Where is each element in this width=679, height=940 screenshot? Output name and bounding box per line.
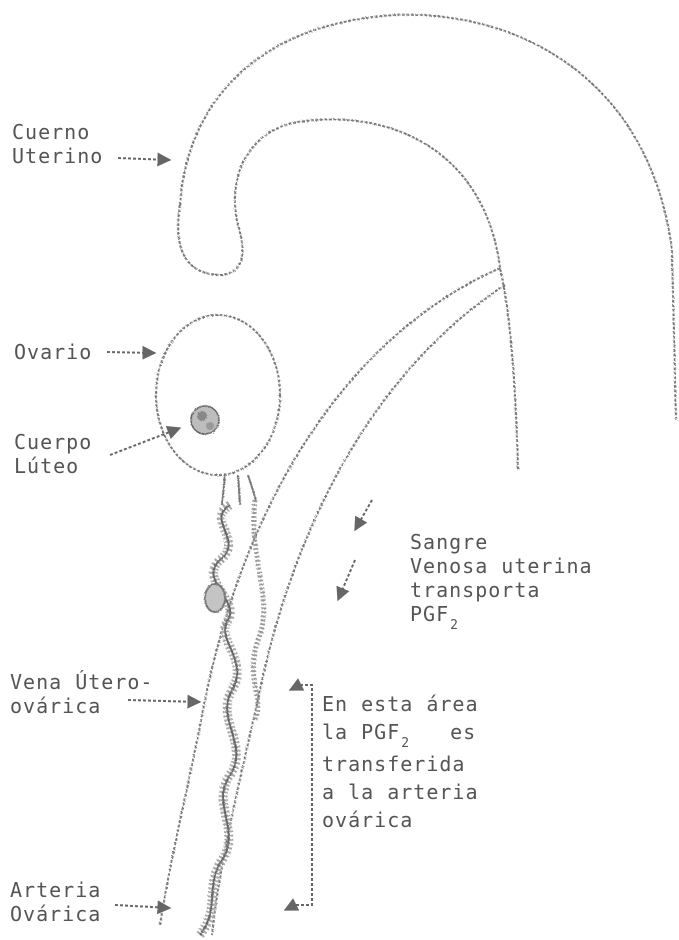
label-vena-utero-ovarica: Vena Útero- ovárica xyxy=(10,670,153,718)
label-sangre-line2: Venosa uterina xyxy=(410,554,593,578)
label-area-line5: ovárica xyxy=(322,806,479,834)
uterine-horn-outer xyxy=(180,15,676,420)
uterine-vein-squiggle xyxy=(253,500,263,720)
label-transfer-area: En esta área la PGF2 es transferida a la … xyxy=(322,690,479,834)
label-arteria-ovarica: Arteria Ovárica xyxy=(10,878,101,926)
tortuous-ovarian-artery xyxy=(200,505,237,935)
label-area-line4: a la arteria xyxy=(322,778,479,806)
label-arteria-line1: Arteria xyxy=(10,878,101,902)
label-area-line3: transferida xyxy=(322,750,479,778)
label-area-line2: la PGF2 es xyxy=(322,718,479,750)
label-cuerno-uterino: Cuerno Uterino xyxy=(12,120,103,168)
label-sangre-line4: PGF2 xyxy=(410,602,593,630)
label-area-es: es xyxy=(450,720,476,744)
label-cuerno-line1: Cuerno xyxy=(12,120,103,144)
label-cuerpo-luteo: Cuerpo Lúteo xyxy=(14,430,92,478)
label-cuerpo-line2: Lúteo xyxy=(14,454,92,478)
label-area-pgf-sub: 2 xyxy=(401,736,410,751)
label-cuerno-line2: Uterino xyxy=(12,144,103,168)
label-ovario: Ovario xyxy=(14,340,92,364)
label-sangre-pgf-sub: 2 xyxy=(450,618,459,633)
label-sangre-line1: Sangre xyxy=(410,530,593,554)
label-ovario-text: Ovario xyxy=(14,340,92,364)
label-area-pgf: la PGF xyxy=(322,720,400,744)
arrow-cuerno xyxy=(118,158,170,160)
label-sangre-pgf: PGF xyxy=(410,602,449,626)
label-sangre-line3: transporta xyxy=(410,578,593,602)
uterine-horn-inner xyxy=(178,119,518,470)
label-cuerpo-line1: Cuerpo xyxy=(14,430,92,454)
transfer-area-bracket xyxy=(295,685,312,905)
label-sangre-venosa: Sangre Venosa uterina transporta PGF2 xyxy=(410,530,593,630)
corpus-luteum xyxy=(191,406,219,434)
ovary-circle xyxy=(156,315,280,475)
ovarian-stalk xyxy=(222,475,256,505)
flow-arrow-2 xyxy=(338,560,355,600)
label-vena-line2: ovárica xyxy=(10,694,153,718)
label-area-line1: En esta área xyxy=(322,690,479,718)
arrow-cuerpo xyxy=(110,428,180,455)
label-vena-line1: Vena Útero- xyxy=(10,670,153,694)
arrow-arteria xyxy=(115,905,170,908)
flow-arrow-1 xyxy=(355,500,372,530)
arrow-ovario xyxy=(107,352,155,353)
label-arteria-line2: Ovárica xyxy=(10,902,101,926)
